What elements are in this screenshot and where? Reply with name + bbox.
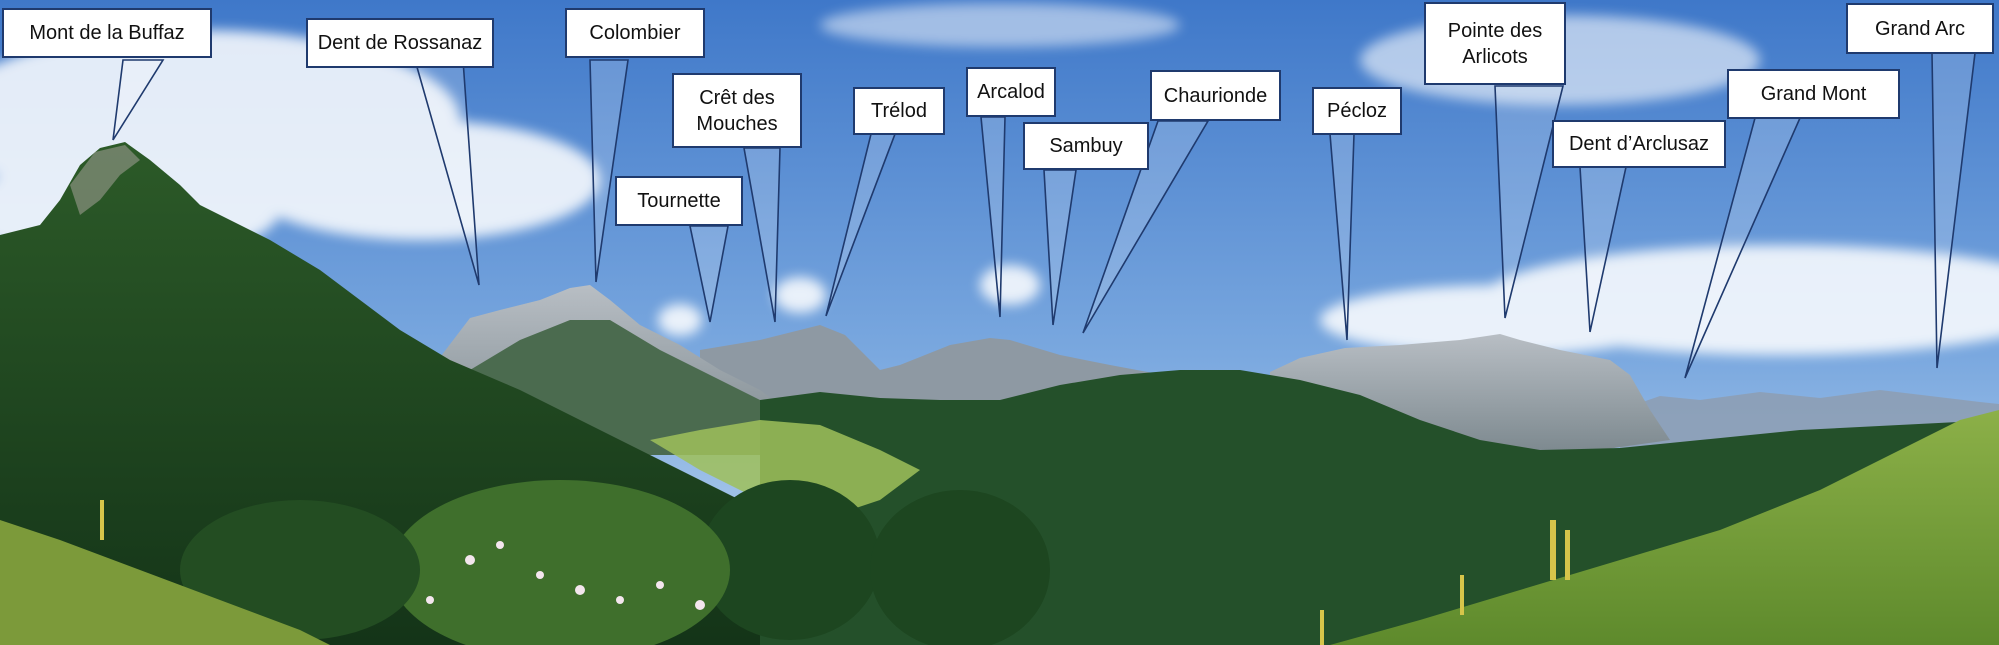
- pointer-arcalod: [980, 116, 1006, 318]
- pointer-pointe-des-arlicots: [1494, 85, 1565, 319]
- label-cret-des-mouches: Crêt des Mouches: [672, 73, 802, 148]
- label-arcalod: Arcalod: [966, 67, 1056, 117]
- label-pointe-des-arlicots: Pointe des Arlicots: [1424, 2, 1566, 85]
- label-mont-de-la-buffaz: Mont de la Buffaz: [2, 8, 212, 58]
- pointer-tournette: [689, 225, 729, 323]
- label-colombier: Colombier: [565, 8, 705, 58]
- foreground-trees: [180, 480, 1050, 645]
- buffaz-rock-face: [70, 145, 140, 215]
- label-chaurionde: Chaurionde: [1150, 70, 1281, 121]
- label-grand-mont: Grand Mont: [1727, 69, 1900, 119]
- pointer-colombier: [589, 59, 629, 283]
- yellow-gentians: [100, 500, 1570, 645]
- label-trelod: Trélod: [853, 87, 945, 135]
- label-dent-d-arclusaz: Dent d’Arclusaz: [1552, 120, 1726, 168]
- pointer-mont-de-la-buffaz: [112, 59, 165, 141]
- label-grand-arc: Grand Arc: [1846, 3, 1994, 54]
- label-tournette: Tournette: [615, 176, 743, 226]
- valley-meadow: [650, 420, 920, 520]
- pointer-sambuy: [1043, 169, 1077, 326]
- right-meadow-slope: [1330, 410, 1999, 645]
- label-pecloz: Pécloz: [1312, 87, 1402, 135]
- wild-roses: [426, 541, 705, 610]
- callout-pointers: [112, 52, 1976, 379]
- pointer-chaurionde: [1082, 120, 1210, 334]
- left-meadow-foreground: [0, 520, 330, 645]
- label-dent-de-rossanaz: Dent de Rossanaz: [306, 18, 494, 68]
- pointer-cret-des-mouches: [743, 147, 781, 323]
- label-sambuy: Sambuy: [1023, 122, 1149, 170]
